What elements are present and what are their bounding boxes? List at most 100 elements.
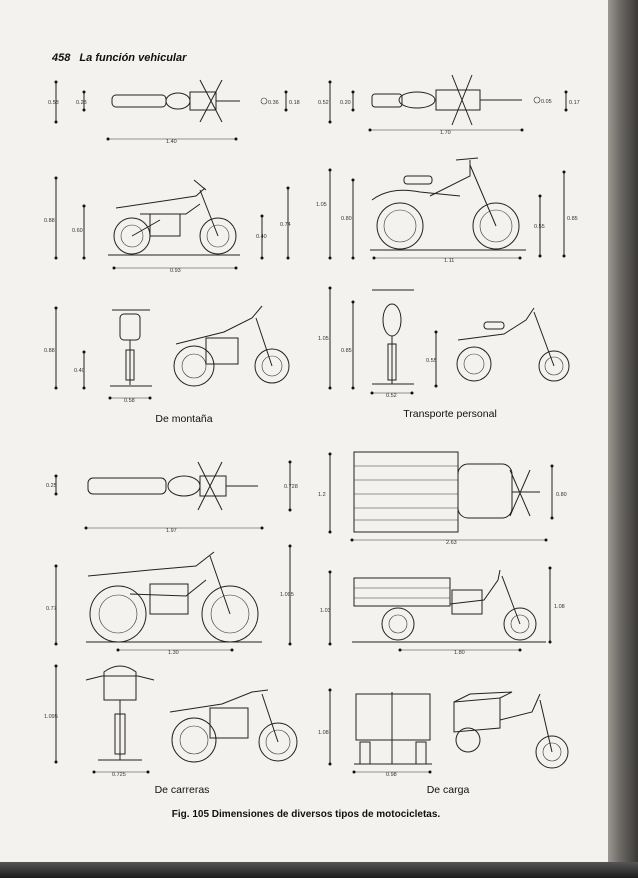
dimension-line: 2.63 (350, 538, 548, 546)
dim-label: 1.08 (554, 604, 565, 610)
dimension-line: 0.52 (318, 80, 332, 124)
trail-bike-side-view (113, 179, 237, 255)
dim-label: 1.30 (168, 650, 179, 656)
dimension-line: 0.58 (48, 80, 59, 124)
dim-label: 0.58 (124, 398, 135, 404)
dimension-line: 0.20 (340, 90, 355, 112)
cargo-trike-top-view (353, 451, 540, 533)
dim-label: 2.63 (446, 540, 457, 546)
dim-label: 1.095 (44, 714, 58, 720)
dim-label: 1.08 (318, 730, 329, 736)
dim-label: 1.11 (444, 258, 454, 264)
dim-label: 0.85 (341, 348, 352, 354)
dim-label: 0.52 (318, 100, 329, 106)
trail-bike-three-quarter-view (173, 305, 290, 387)
dim-label: 0.52 (386, 393, 397, 399)
dim-label: 1.05 (316, 202, 327, 208)
dimension-line: 1.2 (318, 452, 332, 534)
dim-label: 0.88 (44, 218, 55, 224)
dimension-line: 0.85 (341, 300, 355, 390)
racing-bike-top-view (87, 461, 258, 511)
dimension-line: 1.97 (84, 526, 264, 534)
section-label-transporte-personal: Transporte personal (403, 408, 497, 420)
cargo-trike-side-view (353, 569, 537, 641)
dim-label: 0.05 (541, 99, 552, 105)
dimension-line: 0.25 (46, 474, 58, 496)
dimension-line: 0.85 (562, 170, 578, 258)
dimension-line: 1.08 (548, 566, 565, 644)
book-bottom-edge (0, 862, 638, 878)
dim-label: 0.60 (72, 228, 83, 234)
motorcycle-dimension-drawings: 0.58 0.23 1.40 0.36 0.18 0.52 (44, 74, 580, 778)
dimension-line: 1.05 (316, 168, 332, 260)
moped-top-view (371, 74, 522, 126)
dimension-line: 1.80 (398, 648, 522, 656)
dimension-line: 0.80 (550, 464, 567, 520)
moped-three-quarter-view (456, 307, 570, 382)
dim-label: 0.93 (170, 268, 181, 274)
dim-label: 1.03 (320, 608, 331, 614)
dimension-line: 1.08 (318, 688, 332, 766)
dimension-line: 0.23 (76, 90, 87, 112)
dimension-line: 0.80 (341, 178, 355, 260)
dimension-line: 1.70 (368, 128, 524, 136)
dim-label: 1.97 (166, 528, 177, 534)
dimension-line: 1.30 (116, 648, 234, 656)
dimension-line: 0.58 (108, 396, 152, 404)
page-number: 458 (52, 52, 71, 64)
dim-label: 0.725 (112, 772, 126, 778)
dim-label: 0.40 (74, 368, 85, 374)
dimension-line: 0.55 (534, 194, 545, 258)
dim-label: 0.20 (340, 100, 351, 106)
section-label-de-carreras: De carreras (154, 784, 210, 796)
section-label-de-montana: De montaña (155, 413, 213, 425)
dim-label: 1.2 (318, 492, 326, 498)
dim-label: 0.18 (289, 100, 300, 106)
dimension-line: 1.11 (372, 256, 522, 264)
dimension-line: 1.095 (280, 544, 294, 646)
page-header: 458 La función vehicular (52, 52, 186, 64)
dimension-line: 1.095 (44, 664, 58, 764)
cargo-trike-front-view (355, 692, 431, 765)
racing-bike-front-view (85, 665, 155, 760)
dim-label: 0.36 (268, 100, 279, 106)
dimension-line: 0.60 (72, 204, 86, 260)
dimension-line: 1.03 (320, 570, 332, 646)
dimension-line: 0.98 (352, 770, 432, 778)
dimension-line: 0.52 (370, 391, 414, 399)
section-label-de-carga: De carga (426, 784, 470, 796)
dim-label: 1.70 (440, 130, 451, 136)
dim-label: 0.88 (44, 348, 55, 354)
dim-label: 0.80 (341, 216, 352, 222)
dim-label: 1.095 (280, 592, 294, 598)
dim-label: 0.55 (534, 224, 545, 230)
dimension-line: 0.88 (44, 176, 58, 260)
book-page: 458 La función vehicular 0.58 0.23 1.40 (0, 0, 612, 866)
dimension-line: 0.88 (44, 306, 58, 390)
dimension-line: 0.40 (256, 214, 267, 260)
dim-label: 0.40 (256, 234, 267, 240)
moped-side-view (371, 157, 520, 250)
dimension-line: 0.728 (284, 460, 298, 512)
dimension-line: 0.55 (426, 330, 438, 388)
moped-front-view (372, 289, 414, 384)
dimension-line: 0.725 (92, 770, 150, 778)
racing-bike-side-view (87, 551, 259, 643)
dim-label: 0.55 (426, 358, 437, 364)
racing-bike-three-quarter-view (169, 689, 298, 763)
dim-label: 0.77 (46, 606, 57, 612)
dim-label: 0.17 (569, 100, 580, 106)
dimension-line: 0.05 0.17 (533, 90, 580, 112)
dim-label: 0.74 (280, 222, 291, 228)
dim-label: 0.58 (48, 100, 59, 106)
trail-bike-front-view (112, 309, 150, 385)
dim-label: 0.98 (386, 772, 397, 778)
dim-label: 0.728 (284, 484, 298, 490)
dimension-line: 0.36 0.18 (260, 90, 300, 112)
dimension-line: 0.93 (112, 266, 238, 274)
figure-caption: Fig. 105 Dimensiones de diversos tipos d… (171, 809, 441, 820)
dim-label: 1.80 (454, 650, 465, 656)
dim-label: 0.80 (556, 492, 567, 498)
trail-bike-top-view (111, 79, 240, 123)
dim-label: 0.25 (46, 483, 57, 489)
